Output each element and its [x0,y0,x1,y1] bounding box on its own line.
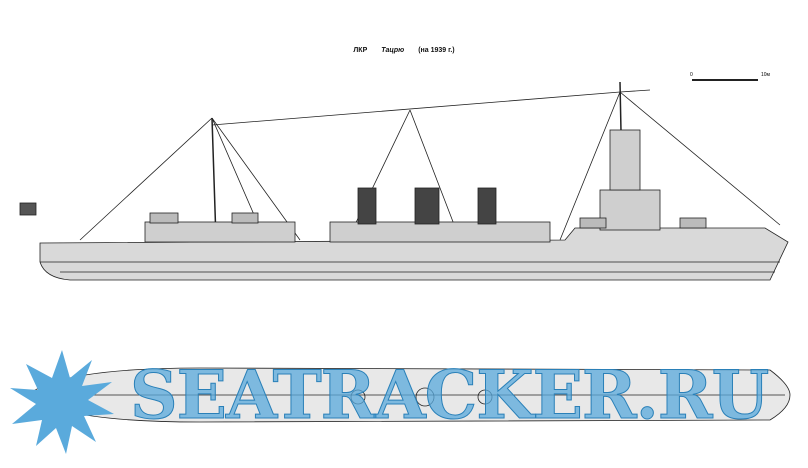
drawing-title: ЛКР Тацрю (на 1939 г.) [0,47,808,54]
scale-line [692,79,758,81]
hull [39,227,789,281]
ship-type: ЛКР [353,47,368,54]
scale-end: 10м [761,72,770,78]
scale-bar: 0 10м [690,72,770,83]
plan-view [27,367,791,423]
watermark-starburst [10,350,114,454]
drawing-date: (на 1939 г.) [418,47,455,54]
side-profile [19,81,789,281]
scale-start: 0 [690,72,693,78]
ship-name: Тацрю [381,47,405,54]
watermark-text: SEATRACKER.RU [129,356,769,434]
